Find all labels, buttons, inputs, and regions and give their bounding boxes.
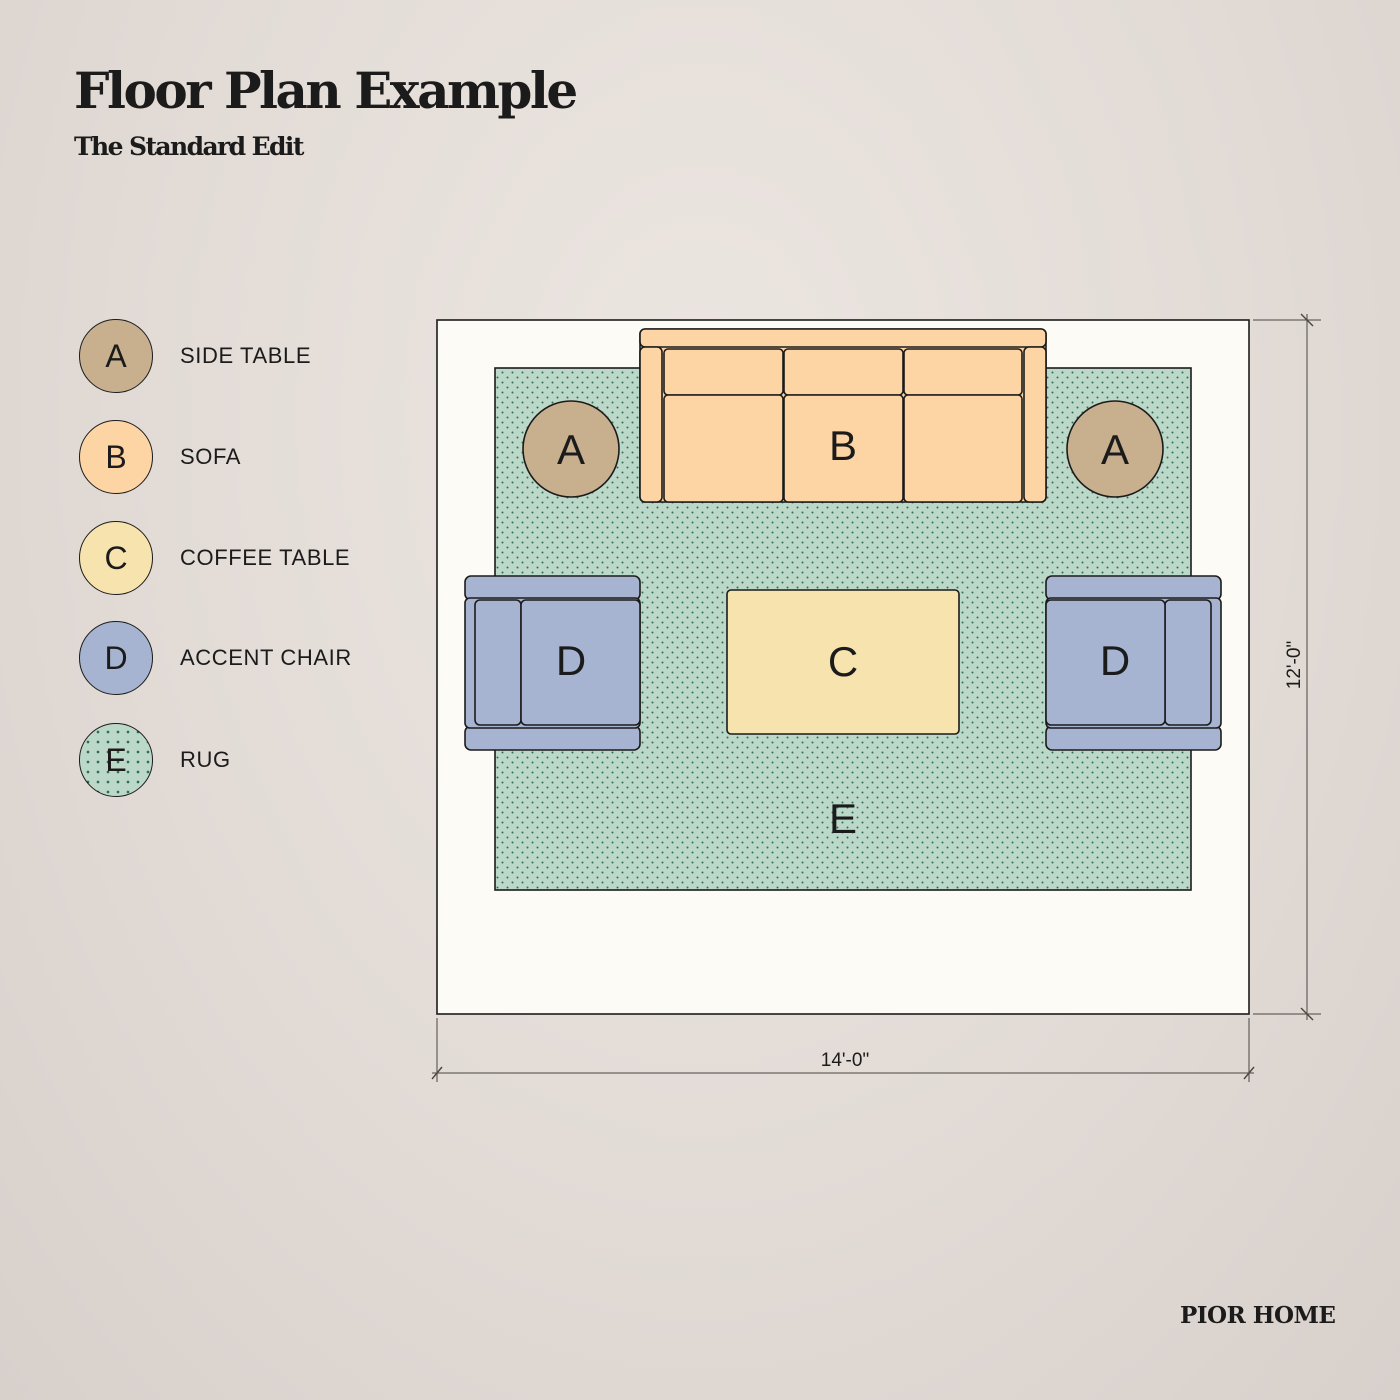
side-table-right: A bbox=[1066, 400, 1164, 498]
sofa bbox=[639, 328, 1047, 503]
rug-label: E bbox=[829, 795, 857, 842]
legend-item-sofa: B SOFA bbox=[79, 419, 399, 495]
sofa-label: B bbox=[829, 422, 857, 469]
legend-label-accent-chair: ACCENT CHAIR bbox=[180, 645, 352, 670]
legend-circle-d: D bbox=[79, 621, 153, 695]
legend-label-rug: RUG bbox=[180, 747, 231, 772]
accent-chair-left-label: D bbox=[556, 637, 586, 684]
width-dimension-label: 14'-0" bbox=[821, 1050, 869, 1071]
legend-circle-c: C bbox=[79, 521, 153, 595]
accent-chair-right bbox=[1045, 575, 1222, 751]
legend-circle-b: B bbox=[79, 420, 153, 494]
legend-label-sofa: SOFA bbox=[180, 444, 242, 469]
legend-circle-a: A bbox=[79, 319, 153, 393]
accent-chair-left bbox=[464, 575, 641, 751]
legend-label-side-table: SIDE TABLE bbox=[180, 343, 312, 368]
accent-chair-right-label: D bbox=[1100, 637, 1130, 684]
side-table-left-label: A bbox=[557, 426, 585, 473]
coffee-table-label: C bbox=[828, 638, 858, 685]
page-subtitle: The Standard Edit bbox=[74, 132, 304, 161]
side-table-right-label: A bbox=[1101, 426, 1129, 473]
legend-letter-e: E bbox=[105, 741, 127, 778]
legend-item-rug: E RUG bbox=[79, 722, 399, 798]
side-table-left: A bbox=[522, 400, 620, 498]
legend-item-side-table: A SIDE TABLE bbox=[79, 318, 399, 394]
legend-item-coffee-table: C COFFEE TABLE bbox=[79, 520, 399, 596]
width-dimension bbox=[431, 1018, 1255, 1082]
legend-label-coffee-table: COFFEE TABLE bbox=[180, 545, 351, 570]
legend-item-accent-chair: D ACCENT CHAIR bbox=[79, 620, 399, 696]
height-dimension bbox=[1253, 313, 1321, 1021]
legend-circle-e: E bbox=[79, 723, 153, 797]
coffee-table bbox=[726, 589, 960, 735]
height-dimension-label: 12'-0" bbox=[1284, 641, 1305, 689]
page-title: Floor Plan Example bbox=[74, 61, 578, 120]
brand-logo: PIOR HOME bbox=[1180, 1302, 1336, 1329]
